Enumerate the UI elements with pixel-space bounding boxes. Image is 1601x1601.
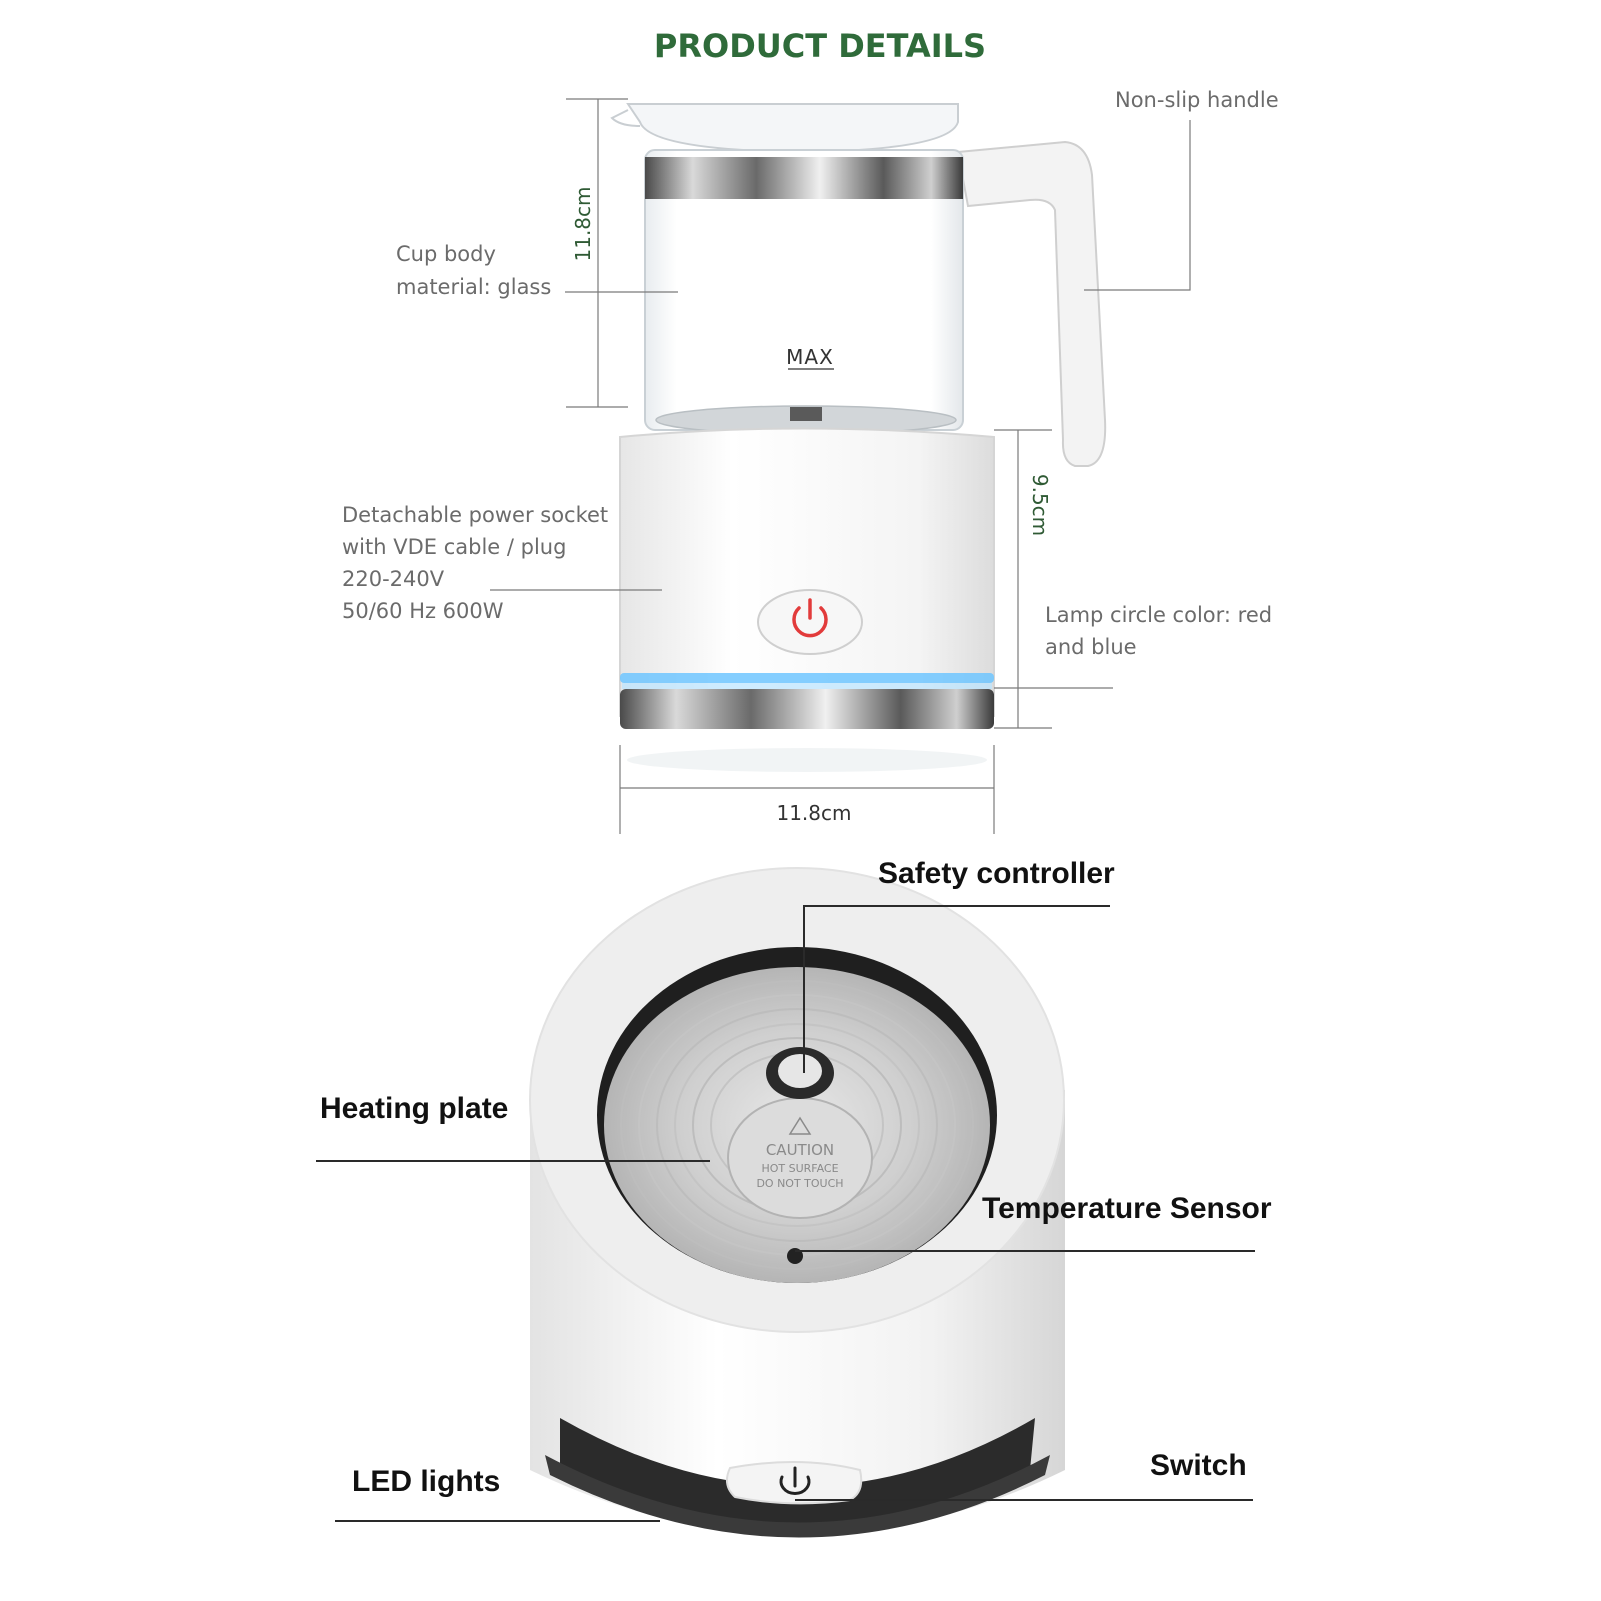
leader-safety-controller: [803, 905, 1110, 1073]
warning-icon: [788, 1116, 812, 1135]
note-handle: Non-slip handle: [1115, 88, 1279, 112]
dim-label-width: 11.8cm: [776, 801, 851, 825]
note-socket-2: with VDE cable / plug: [342, 535, 566, 559]
leader-handle: [1084, 120, 1191, 291]
note-cup-body-1: Cup body: [396, 242, 496, 266]
frother-base: CAUTION HOT SURFACE DO NOT TOUCH: [529, 867, 1065, 1538]
label-heating-plate: Heating plate: [320, 1092, 508, 1125]
dimension-base-height: 9.5cm: [994, 429, 1052, 729]
power-button[interactable]: [757, 589, 863, 655]
dimension-width: 11.8cm: [619, 745, 995, 834]
caution-line-2: HOT SURFACE: [761, 1162, 838, 1175]
max-mark: MAX: [786, 345, 834, 369]
led-strip: [560, 1418, 1035, 1535]
caution-line-1: CAUTION: [766, 1141, 834, 1159]
label-safety-controller: Safety controller: [878, 857, 1115, 890]
milk-frother-jug: MAX: [610, 103, 1107, 772]
caution-line-3: DO NOT TOUCH: [756, 1177, 843, 1190]
note-cup-body-2: material: glass: [396, 275, 551, 299]
jug-lid: [626, 103, 959, 154]
dim-label-base-height: 9.5cm: [1028, 474, 1052, 536]
steel-band-top: [645, 157, 963, 199]
power-icon: [779, 1466, 811, 1495]
dim-label-glass-height: 11.8cm: [571, 186, 595, 261]
dimension-glass-height: 11.8cm: [566, 98, 628, 408]
power-icon: [792, 598, 828, 638]
caution-plate: CAUTION HOT SURFACE DO NOT TOUCH: [727, 1097, 873, 1219]
note-socket-3: 220-240V: [342, 567, 445, 591]
safety-controller-knob: [766, 1047, 834, 1099]
led-ring: [620, 673, 994, 683]
jug-handle: [956, 140, 1107, 467]
note-socket-4: 50/60 Hz 600W: [342, 599, 504, 623]
label-temperature-sensor: Temperature Sensor: [982, 1192, 1272, 1225]
note-lamp-1: Lamp circle color: red: [1045, 603, 1272, 627]
page-title: PRODUCT DETAILS: [654, 27, 986, 65]
label-switch: Switch: [1150, 1449, 1247, 1482]
note-lamp-2: and blue: [1045, 635, 1137, 659]
steel-band-bottom: [620, 689, 994, 729]
switch-button[interactable]: [725, 1461, 863, 1505]
label-led-lights: LED lights: [352, 1465, 500, 1498]
note-socket-1: Detachable power socket: [342, 503, 608, 527]
